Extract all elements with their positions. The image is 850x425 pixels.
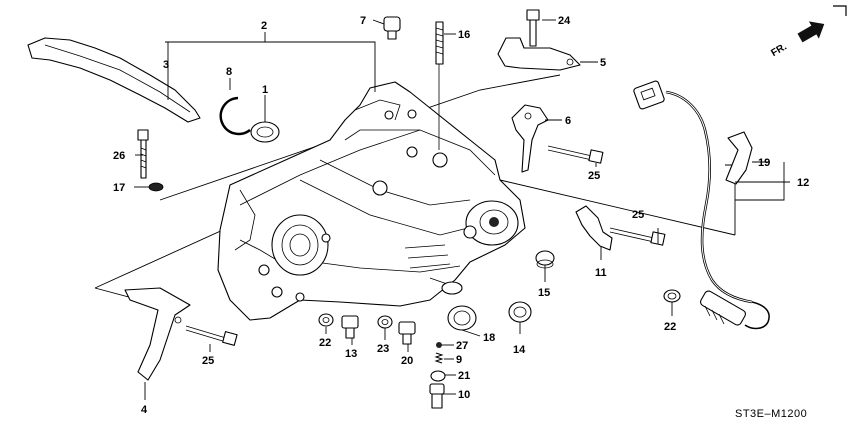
callout-21: 21 (458, 370, 470, 382)
part-12-sensor-harness (633, 80, 770, 330)
part-8-circlip (219, 96, 251, 136)
callout-1: 1 (262, 84, 268, 96)
callout-8: 8 (226, 66, 232, 78)
callout-22-left: 22 (319, 337, 331, 349)
part-3-heat-shield (27, 37, 201, 123)
callout-11: 11 (595, 267, 607, 279)
part-11-clip (575, 205, 613, 251)
part-6-bracket (511, 104, 549, 173)
part-18-seal (447, 305, 477, 331)
part-5-bracket (497, 37, 581, 71)
transmission-case (217, 81, 526, 321)
callout-17: 17 (113, 182, 125, 194)
callout-6: 6 (565, 115, 571, 127)
part-21-washer (430, 370, 446, 382)
callout-25-right: 25 (632, 209, 644, 221)
part-13-drain-bolt (341, 315, 359, 339)
part-9-spring (434, 352, 444, 364)
part-14-seal (508, 301, 532, 323)
front-direction-label: FR. (769, 41, 789, 59)
callout-2: 2 (261, 20, 267, 32)
callout-3: 3 (163, 59, 169, 71)
callout-25-top: 25 (588, 170, 600, 182)
part-22-washer-right (663, 289, 681, 303)
part-10-plug-bolt (429, 383, 445, 409)
callout-25-left: 25 (202, 355, 214, 367)
callout-12: 12 (797, 177, 809, 189)
callout-9: 9 (456, 354, 462, 366)
callout-5: 5 (600, 57, 606, 69)
part-7-plug (383, 16, 401, 40)
part-16-stud-bolt (435, 21, 444, 150)
callout-24: 24 (558, 15, 571, 27)
callout-23: 23 (377, 343, 389, 355)
part-25-bolt-right (609, 227, 666, 246)
callout-16: 16 (458, 29, 470, 41)
callout-15: 15 (538, 287, 550, 299)
corner-bracket-icon (833, 5, 847, 16)
part-19-clamp (725, 131, 753, 185)
callout-18: 18 (483, 332, 495, 344)
diagram-code: ST3E–M1200 (735, 408, 807, 420)
callout-20: 20 (401, 355, 413, 367)
callout-26: 26 (113, 150, 125, 162)
callout-14: 14 (513, 344, 526, 356)
callout-10: 10 (458, 389, 470, 401)
front-direction-arrow-icon (797, 21, 825, 43)
callout-27: 27 (456, 340, 468, 352)
part-20-bolt (398, 321, 416, 345)
part-25-bolt-left (185, 325, 238, 346)
part-4-bracket (124, 287, 191, 381)
part-26-bolt (137, 129, 149, 179)
part-27-ball (436, 342, 442, 348)
callout-22-right: 22 (664, 321, 676, 333)
callout-13: 13 (345, 348, 357, 360)
part-1-sealing-cap (250, 121, 280, 143)
part-22-washer-left (318, 313, 334, 327)
part-25-bolt-top (547, 145, 604, 164)
part-24-bolt (526, 9, 540, 47)
callout-7: 7 (360, 15, 366, 27)
part-23-washer (377, 315, 393, 329)
callout-4: 4 (141, 404, 148, 416)
part-17-washer (148, 182, 164, 192)
callout-19: 19 (758, 157, 770, 169)
